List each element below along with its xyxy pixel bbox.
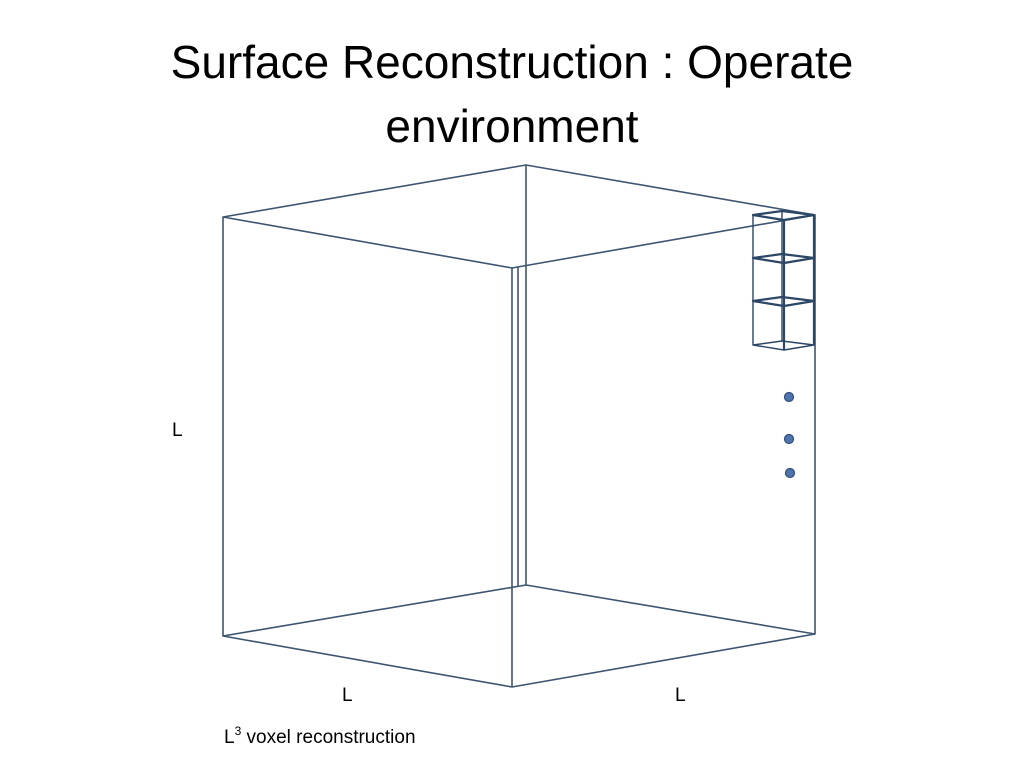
voxel-column — [751, 209, 816, 351]
caption-exponent: 3 — [234, 724, 242, 738]
voxel-layer-3 — [751, 295, 816, 308]
title-line-1: Surface Reconstruction : Operate — [170, 36, 854, 88]
voxel-layer-2 — [751, 252, 816, 265]
voxel-layer-1 — [751, 209, 816, 222]
voxel-layer-4 — [752, 340, 815, 351]
caption-base: L — [224, 727, 235, 748]
width-label: L — [675, 685, 686, 706]
cube-bottom-face — [222, 584, 816, 688]
continuation-dots — [783, 391, 796, 479]
title-line-2: environment — [385, 100, 639, 152]
dot-1 — [783, 391, 795, 403]
cube-wireframe — [222, 164, 816, 688]
dot-2 — [783, 433, 795, 445]
diagram-caption: L3 voxel reconstruction — [224, 724, 416, 750]
depth-label: L — [342, 685, 353, 706]
caption-text: voxel reconstruction — [241, 727, 416, 748]
slide-title: Surface Reconstruction : Operate environ… — [0, 30, 1024, 158]
height-label: L — [172, 420, 183, 441]
cube-top-face — [222, 164, 816, 269]
dot-3 — [784, 467, 796, 479]
